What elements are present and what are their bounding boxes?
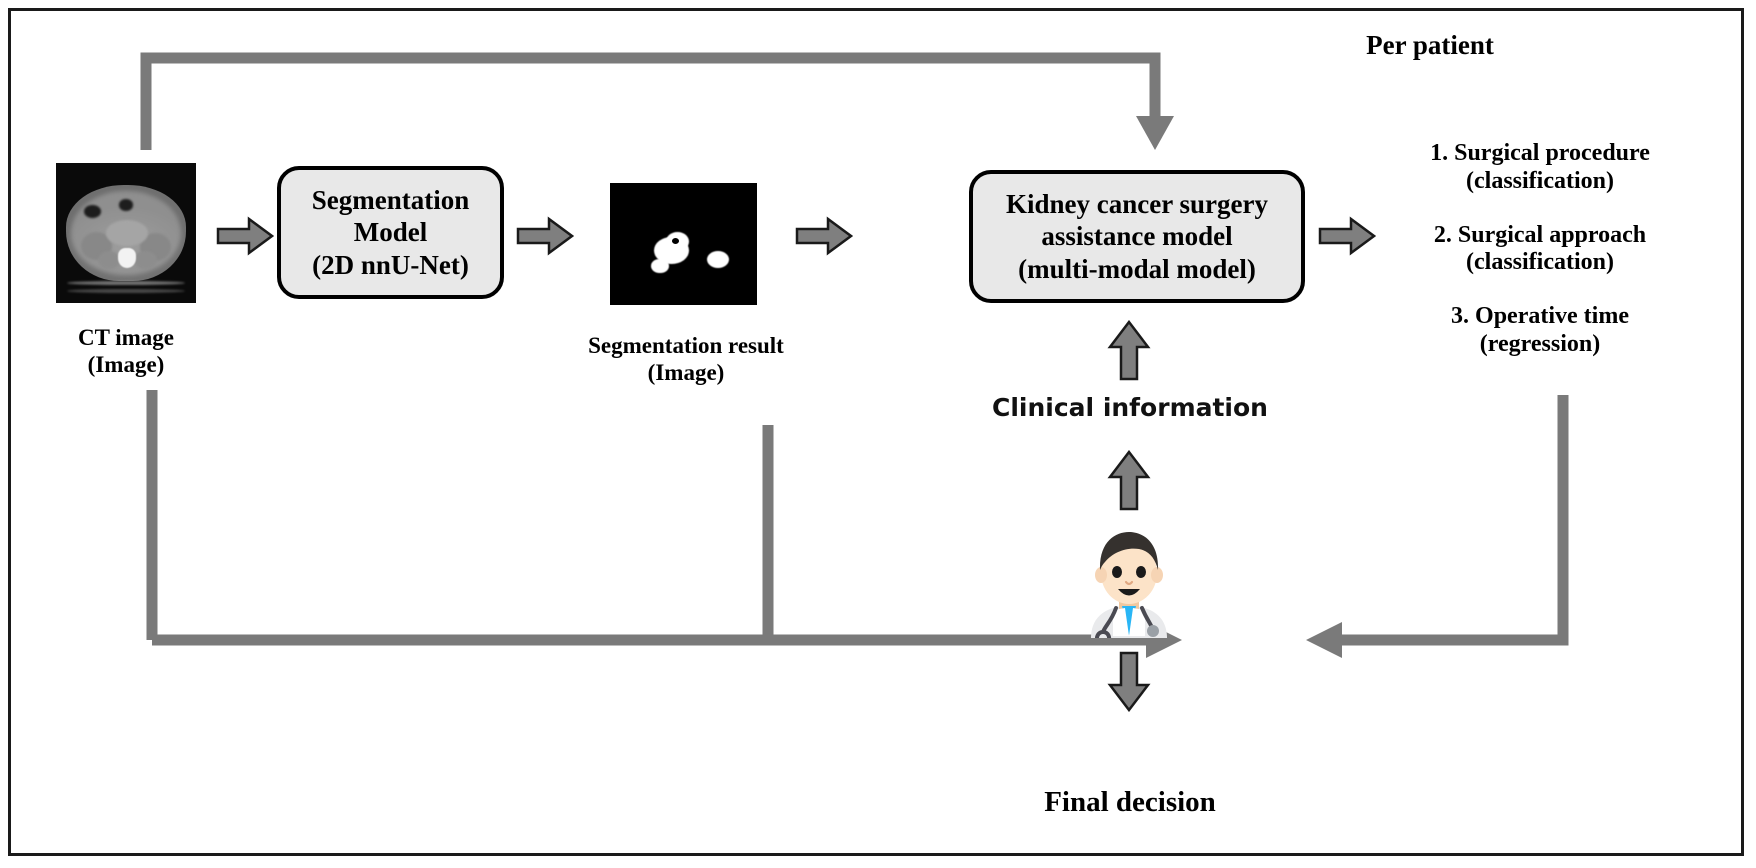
output-item: 2. Surgical approach (classification) — [1390, 222, 1690, 278]
segmentation-result-image — [610, 183, 757, 305]
final-decision-label: Final decision — [1044, 786, 1216, 818]
doctor-avatar — [1069, 518, 1189, 646]
output-item: 1. Surgical procedure (classification) — [1390, 140, 1690, 196]
segmentation-result-caption: Segmentation result (Image) — [588, 333, 784, 385]
arrow-segmentation-model-to-result — [516, 216, 574, 256]
clinical-information-label: Clinical information — [992, 393, 1268, 422]
output-item-title: 2. Surgical approach — [1433, 221, 1647, 248]
arrow-assistance-model-to-outputs — [1318, 216, 1376, 256]
output-item-title: 3. Operative time — [1451, 303, 1629, 330]
images-to-doctor-arrow — [152, 622, 1182, 658]
assistance-model-box[interactable]: Kidney cancer surgery assistance model (… — [969, 170, 1305, 303]
diagram-frame — [8, 8, 1744, 856]
output-item-subtitle: (classification) — [1466, 249, 1614, 276]
outputs-to-doctor-arrow — [1306, 395, 1569, 658]
arrow-doctor-to-final-decision — [1107, 651, 1151, 712]
segmentation-model-box[interactable]: Segmentation Model (2D nnU-Net) — [277, 166, 504, 299]
arrow-ct-to-segmentation-model — [216, 216, 274, 256]
ct-image-caption: CT image (Image) — [77, 325, 175, 377]
assistance-model-label: Kidney cancer surgery assistance model (… — [1006, 188, 1268, 284]
arrow-result-to-assistance-model — [795, 216, 853, 256]
arrow-doctor-to-clinical-info — [1107, 450, 1151, 511]
ct-image — [56, 163, 196, 303]
output-item-title: 1. Surgical procedure — [1430, 140, 1650, 166]
outputs-list: 1. Surgical procedure (classification) 2… — [1390, 140, 1690, 359]
per-patient-title: Per patient — [1366, 30, 1494, 60]
ct-feedback-top-arrow — [140, 52, 1174, 150]
arrow-clinical-info-to-assistance-model — [1107, 320, 1151, 381]
output-item-subtitle: (regression) — [1479, 331, 1601, 358]
output-item: 3. Operative time (regression) — [1390, 303, 1690, 359]
segmentation-model-label: Segmentation Model (2D nnU-Net) — [311, 184, 470, 280]
output-item-subtitle: (classification) — [1466, 167, 1614, 194]
